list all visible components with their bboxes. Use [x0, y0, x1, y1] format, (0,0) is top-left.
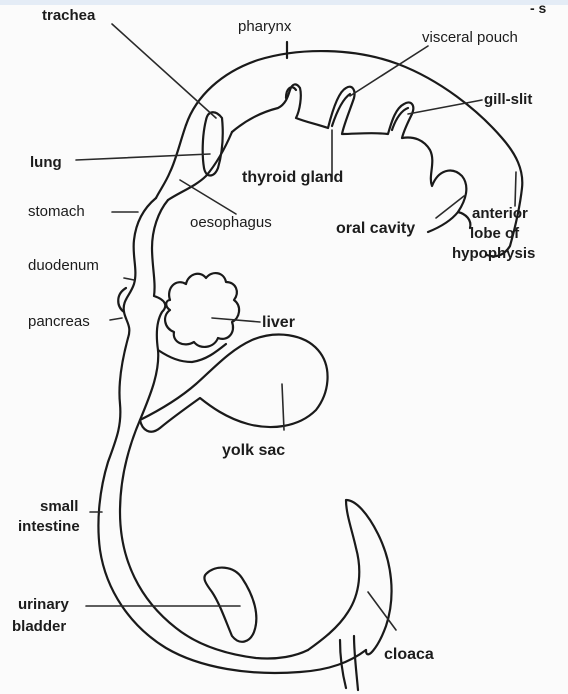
- label-bladder: bladder: [12, 618, 66, 635]
- label-trachea: trachea: [42, 7, 96, 24]
- label-oesophagus: oesophagus: [190, 214, 272, 231]
- pharynx-floor: [232, 84, 466, 232]
- label-anterior: anterior: [472, 205, 528, 222]
- label-small: small: [40, 498, 78, 515]
- label-pancreas: pancreas: [28, 313, 90, 330]
- cloaca-outline: [308, 500, 392, 654]
- leader-trachea: [112, 24, 216, 118]
- label-duodenum: duodenum: [28, 257, 99, 274]
- yolk-stalk-outer: [158, 344, 226, 362]
- urinary-bladder-outline: [204, 568, 256, 642]
- label-lobe-of: lobe of: [470, 225, 520, 242]
- leader-lines: [76, 24, 516, 630]
- ventral-gut-wall: [120, 200, 308, 659]
- label-liver: liver: [262, 314, 295, 331]
- label-thyroid-gland: thyroid gland: [242, 169, 343, 186]
- label-urinary: urinary: [18, 596, 70, 613]
- label-yolk-sac: yolk sac: [222, 442, 285, 459]
- leader-yolk-sac: [282, 384, 284, 430]
- trachea-tube: [156, 125, 186, 198]
- leader-oesophagus: [180, 180, 236, 214]
- gut-outline: [98, 42, 522, 690]
- label-cloaca: cloaca: [384, 646, 434, 663]
- leader-pancreas: [110, 318, 122, 320]
- corner-mark: - s: [530, 0, 547, 16]
- liver-outline: [165, 273, 239, 347]
- visceral-pouch-inner: [332, 94, 350, 126]
- label-lung: lung: [30, 154, 62, 171]
- label-gill-slit: gill-slit: [484, 91, 532, 108]
- leader-lung: [76, 154, 210, 160]
- hypophysis-hook: [458, 212, 470, 228]
- yolk-sac-outline: [140, 335, 328, 432]
- dorsal-gut-wall: [98, 198, 366, 673]
- label-visceral-pouch: visceral pouch: [422, 29, 518, 46]
- label-pharynx: pharynx: [238, 18, 292, 35]
- label-oral-cavity: oral cavity: [336, 220, 415, 237]
- label-hypophysis: hypophysis: [452, 245, 535, 262]
- label-stomach: stomach: [28, 203, 85, 220]
- leader-duodenum: [124, 278, 134, 280]
- label-intestine: intestine: [18, 518, 80, 535]
- leader-hypophysis: [515, 172, 516, 206]
